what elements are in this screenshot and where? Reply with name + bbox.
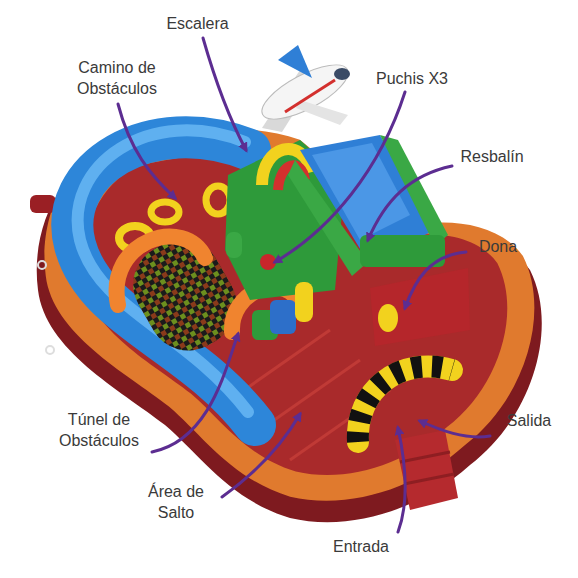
- slide-rail: [380, 135, 448, 246]
- dona-ring-check: [358, 367, 452, 442]
- orange-layer: [44, 128, 534, 500]
- anchor-ring: [46, 346, 54, 354]
- leader-line: [118, 104, 175, 198]
- callout-label: Escalera: [150, 13, 245, 34]
- obstacle-ring: [206, 186, 230, 214]
- anchor-ring: [38, 261, 46, 269]
- callout-label: Salida: [492, 410, 566, 431]
- blue-block: [270, 300, 296, 334]
- slide-rail: [288, 160, 368, 276]
- leader-line: [405, 252, 466, 308]
- base-layer: [37, 138, 542, 522]
- callout-label: Resbalín: [452, 146, 532, 167]
- callout-label: Entrada: [320, 536, 402, 557]
- leader-line: [420, 421, 490, 437]
- yellow-pillar: [295, 282, 313, 322]
- obstacle-ring: [151, 202, 179, 222]
- green-pillar: [226, 232, 242, 258]
- dona-hole: [378, 304, 398, 332]
- callout-label: Túnel de Obstáculos: [44, 409, 154, 451]
- leader-line: [398, 428, 405, 532]
- callout-label: Dona: [466, 236, 530, 257]
- slide-base: [360, 235, 445, 267]
- callout-label: Puchis X3: [362, 68, 462, 89]
- orange-arch: [117, 237, 205, 305]
- leader-line: [275, 92, 405, 262]
- leader-line: [368, 166, 452, 240]
- leader-line: [222, 414, 300, 497]
- callout-label: Área de Salto: [130, 481, 222, 523]
- callout-label: Camino de Obstáculos: [62, 57, 172, 99]
- leader-line: [203, 38, 246, 150]
- dona-ring: [358, 367, 452, 442]
- ramp-step: [400, 452, 454, 484]
- airplane: [255, 45, 356, 132]
- leader-line: [152, 334, 238, 452]
- side-tube: [30, 195, 56, 213]
